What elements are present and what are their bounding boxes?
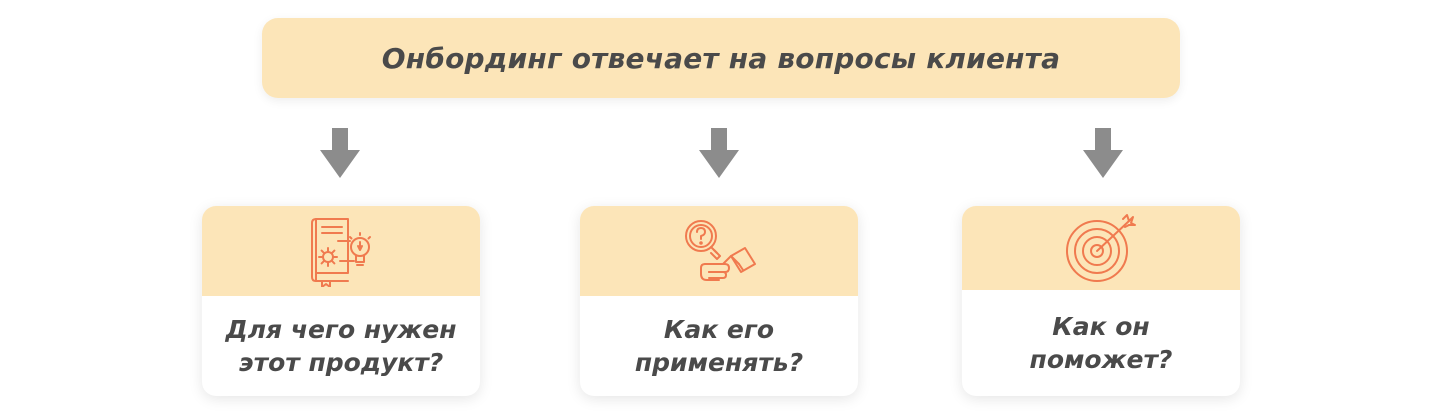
- card-icon-area: [962, 206, 1240, 290]
- down-arrow-icon: [320, 128, 360, 178]
- card-question-line-2: этот продукт?: [238, 348, 444, 377]
- card-question-line-2: поможет?: [1029, 345, 1173, 374]
- product-book-lightbulb-icon: [308, 215, 374, 287]
- card-question-line-2: применять?: [634, 348, 804, 377]
- header-title: Онбординг отвечает на вопросы клиента: [381, 41, 1061, 75]
- question-card-benefit: Как он поможет?: [962, 206, 1240, 396]
- question-card-purpose: Для чего нужен этот продукт?: [202, 206, 480, 396]
- down-arrow-icon: [699, 128, 739, 178]
- header-banner: Онбординг отвечает на вопросы клиента: [262, 18, 1180, 98]
- card-text-area: Как он поможет?: [962, 290, 1240, 396]
- card-question-line-1: Как его: [663, 315, 775, 344]
- card-text-area: Для чего нужен этот продукт?: [202, 296, 480, 396]
- target-arrow-icon: [1063, 213, 1139, 283]
- card-icon-area: [202, 206, 480, 296]
- question-card-usage: Как его применять?: [580, 206, 858, 396]
- card-text-area: Как его применять?: [580, 296, 858, 396]
- card-question-line-1: Как он: [1052, 312, 1150, 341]
- hand-magnifier-question-icon: [679, 216, 759, 286]
- card-icon-area: [580, 206, 858, 296]
- card-question-line-1: Для чего нужен: [225, 315, 457, 344]
- down-arrow-icon: [1083, 128, 1123, 178]
